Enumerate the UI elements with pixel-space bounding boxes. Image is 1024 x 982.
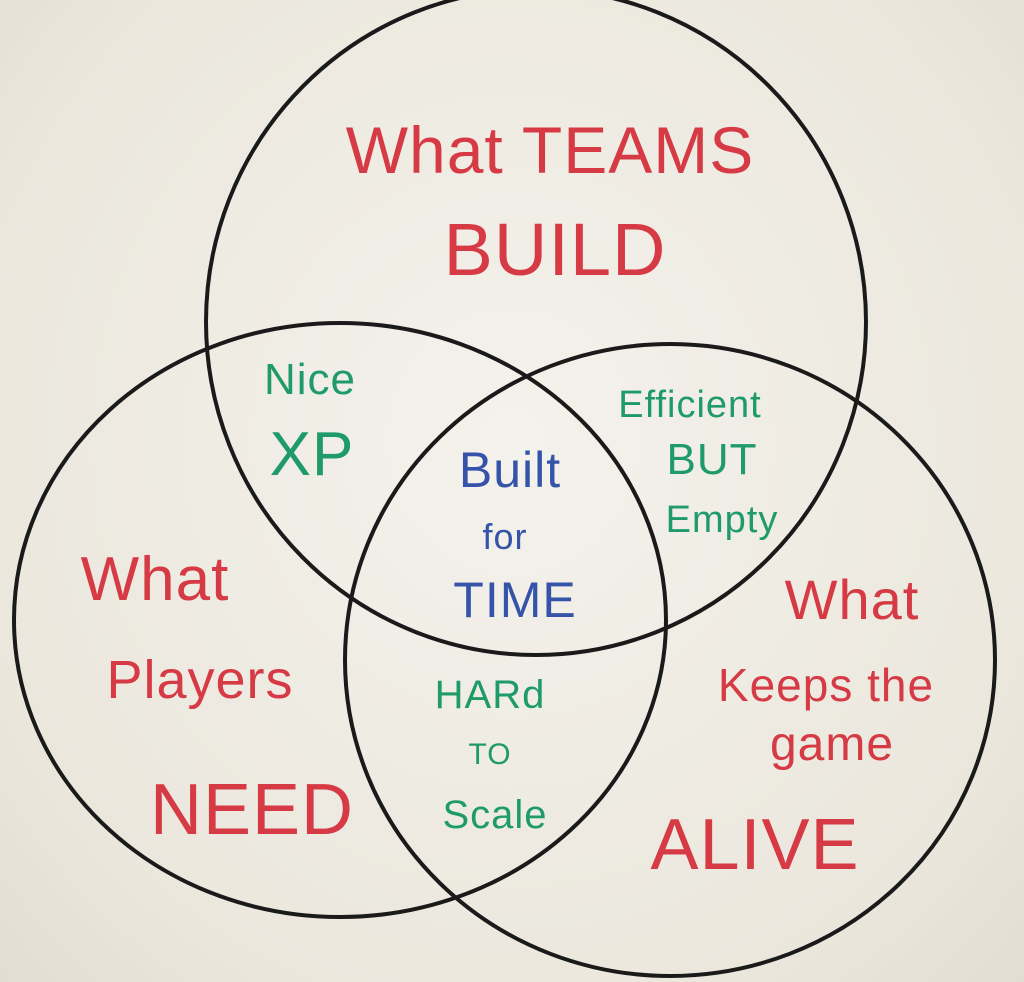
efficient-label: Efficient: [618, 384, 762, 426]
players-what-label: What: [80, 545, 230, 614]
to-label: TO: [468, 738, 512, 771]
time-label: TIME: [453, 572, 577, 628]
nice-label: Nice: [263, 355, 357, 404]
players-label: Players: [106, 650, 294, 710]
keeps-label: Keeps the: [717, 659, 935, 711]
empty-label: Empty: [665, 499, 779, 541]
alive-what-label: What: [784, 568, 920, 631]
circle-alive: [343, 342, 997, 978]
for-label: for: [482, 516, 528, 557]
xp-label: XP: [269, 420, 355, 489]
alive-label: ALIVE: [650, 805, 860, 885]
scale-label: Scale: [442, 793, 548, 837]
need-label: NEED: [149, 770, 355, 850]
hard-label: HARd: [434, 673, 546, 717]
teams-label: What TEAMS: [345, 113, 755, 187]
circle-teams: [204, 0, 868, 657]
built-label: Built: [458, 442, 562, 498]
build-label: BUILD: [443, 208, 667, 291]
game-label: game: [769, 718, 895, 771]
circle-players: [12, 321, 668, 919]
but-label: BUT: [666, 435, 758, 484]
